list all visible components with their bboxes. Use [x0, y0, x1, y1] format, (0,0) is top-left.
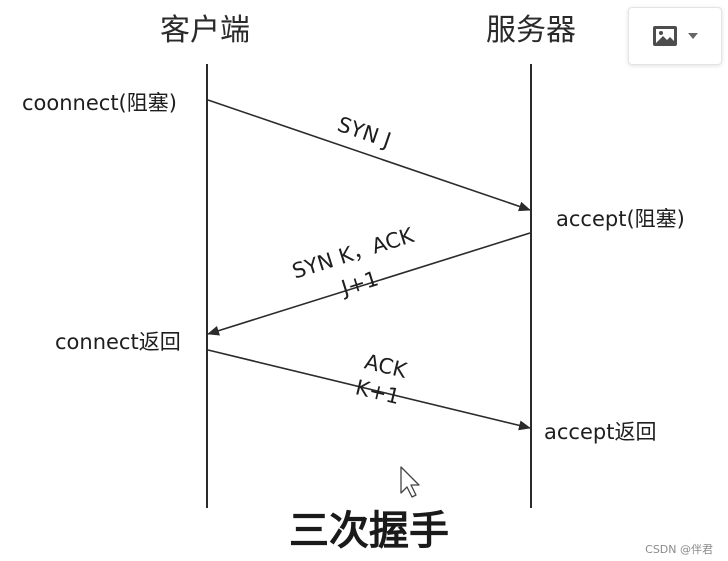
watermark: CSDN @伴君 — [645, 543, 713, 556]
client-header: 客户端 — [160, 13, 250, 48]
server-header: 服务器 — [486, 13, 576, 48]
client-return-label: connect返回 — [55, 330, 181, 354]
ack-arrow — [207, 349, 531, 431]
server-return-label: accept返回 — [544, 420, 656, 444]
client-connect-label: coonnect(阻塞) — [22, 91, 177, 115]
caret-down-icon — [688, 33, 698, 39]
image-menu-button[interactable] — [628, 7, 722, 65]
mouse-cursor-icon — [400, 466, 420, 498]
syn-arrow — [207, 99, 531, 212]
server-accept-label: accept(阻塞) — [556, 207, 685, 231]
image-icon — [652, 25, 678, 47]
synack-message-label-line2: J+1 — [337, 266, 382, 301]
diagram-caption: 三次握手 — [289, 507, 449, 554]
synack-arrow — [207, 232, 531, 336]
